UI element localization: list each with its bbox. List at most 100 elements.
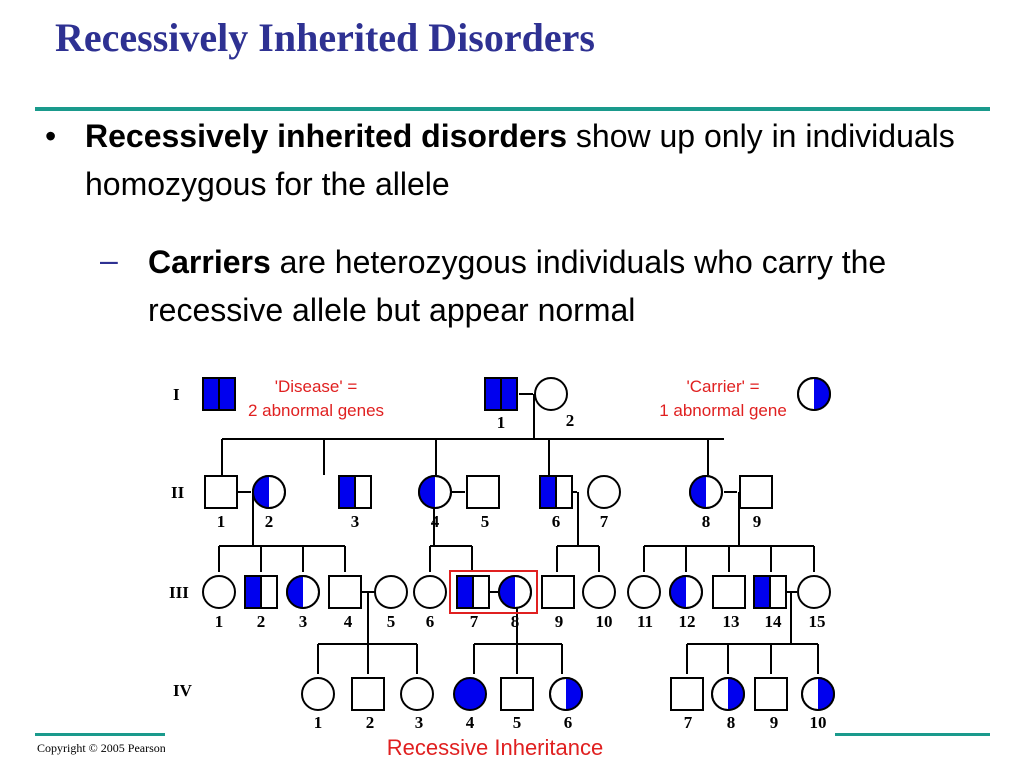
num-ii-5: 5 xyxy=(481,512,490,531)
num-ii-2: 2 xyxy=(265,512,274,531)
num-iii-5: 5 xyxy=(387,612,396,631)
num-ii-8: 8 xyxy=(702,512,711,531)
bullet-1-bold: Recessively inherited disorders xyxy=(85,118,567,154)
gen-iv-7 xyxy=(670,677,704,711)
num-ii-7: 7 xyxy=(600,512,609,531)
bullet-2-rest: are heterozygous individuals who carry t… xyxy=(148,244,887,328)
copyright-text: Copyright © 2005 Pearson xyxy=(37,741,166,755)
num-iii-10: 10 xyxy=(596,612,613,631)
bullet-2-bold: Carriers xyxy=(148,244,271,280)
gen-iii-1 xyxy=(202,575,236,609)
num-iv-6: 6 xyxy=(564,713,573,732)
gen-label-ii: II xyxy=(171,483,185,502)
bottom-rule-right xyxy=(832,733,990,736)
num-iii-4: 4 xyxy=(344,612,353,631)
gen-iv-8 xyxy=(711,677,745,711)
gen-iii-15 xyxy=(797,575,831,609)
num-i-1: 1 xyxy=(497,413,506,432)
gen-i-male-1 xyxy=(484,377,518,411)
bottom-rule-left xyxy=(35,733,172,736)
num-iv-3: 3 xyxy=(415,713,424,732)
gen-ii-6 xyxy=(539,475,573,509)
gen-iii-11 xyxy=(627,575,661,609)
num-iii-6: 6 xyxy=(426,612,435,631)
gen-ii-7 xyxy=(587,475,621,509)
gen-iii-12 xyxy=(669,575,703,609)
gen-iii-7 xyxy=(456,575,490,609)
num-iv-5: 5 xyxy=(513,713,522,732)
gen-iii-9 xyxy=(541,575,575,609)
num-iii-2: 2 xyxy=(257,612,266,631)
top-rule xyxy=(35,107,990,111)
gen-iii-3 xyxy=(286,575,320,609)
num-iv-8: 8 xyxy=(727,713,736,732)
pedigree-lines xyxy=(218,393,819,674)
gen-i-female-2 xyxy=(534,377,568,411)
pedigree-numbers: 1 2 1 2 3 4 5 6 7 8 9 1 2 3 4 5 6 7 8 9 xyxy=(215,411,827,732)
slide-title: Recessively Inherited Disorders xyxy=(55,15,595,60)
num-ii-9: 9 xyxy=(753,512,762,531)
num-ii-4: 4 xyxy=(431,512,440,531)
gen-label-i: I xyxy=(173,385,180,404)
gen-ii-9 xyxy=(739,475,773,509)
gen-iv-2 xyxy=(351,677,385,711)
num-iii-13: 13 xyxy=(723,612,740,631)
num-iii-9: 9 xyxy=(555,612,564,631)
gen-ii-4 xyxy=(418,475,452,509)
num-iii-7: 7 xyxy=(470,612,479,631)
legend-disease-line2: 2 abnormal genes xyxy=(248,401,384,420)
gen-iii-10 xyxy=(582,575,616,609)
legend-disease-symbol xyxy=(202,377,236,411)
legend-carrier-line2: 1 abnormal gene xyxy=(659,401,787,420)
gen-iii-6 xyxy=(413,575,447,609)
gen-iii-8 xyxy=(498,575,532,609)
gen-iii-4 xyxy=(328,575,362,609)
gen-iii-2 xyxy=(244,575,278,609)
gen-iv-3 xyxy=(400,677,434,711)
num-iii-11: 11 xyxy=(637,612,653,631)
pedigree-svg: 'Disease' = 2 abnormal genes 'Carrier' =… xyxy=(169,377,835,760)
bullet-1-rest: show up only in individuals homozygous f… xyxy=(85,118,955,202)
num-iv-10: 10 xyxy=(810,713,827,732)
gen-iv-6 xyxy=(549,677,583,711)
num-i-2: 2 xyxy=(566,411,575,430)
gen-iv-4 xyxy=(453,677,487,711)
num-iv-2: 2 xyxy=(366,713,375,732)
num-ii-6: 6 xyxy=(552,512,561,531)
bullet-dot: • xyxy=(45,118,57,154)
num-iv-1: 1 xyxy=(314,713,323,732)
num-iii-1: 1 xyxy=(215,612,224,631)
num-iii-14: 14 xyxy=(765,612,783,631)
gen-iii-13 xyxy=(712,575,746,609)
gen-ii-5 xyxy=(466,475,500,509)
num-ii-3: 3 xyxy=(351,512,360,531)
num-iii-3: 3 xyxy=(299,612,308,631)
gen-label-iv: IV xyxy=(173,681,193,700)
legend-carrier-line1: 'Carrier' = xyxy=(686,377,759,396)
num-iv-4: 4 xyxy=(466,713,475,732)
num-ii-1: 1 xyxy=(217,512,226,531)
gen-ii-8 xyxy=(689,475,723,509)
bullet-1-text: Recessively inherited disorders show up … xyxy=(85,112,985,208)
gen-iii-14 xyxy=(753,575,787,609)
legend-disease-line1: 'Disease' = xyxy=(275,377,358,396)
gen-iii-5 xyxy=(374,575,408,609)
gen-iv-1 xyxy=(301,677,335,711)
gen-ii-3 xyxy=(338,475,372,509)
legend-carrier-symbol xyxy=(797,377,831,411)
num-iv-7: 7 xyxy=(684,713,693,732)
gen-iv-5 xyxy=(500,677,534,711)
pedigree-chart: 'Disease' = 2 abnormal genes 'Carrier' =… xyxy=(165,364,835,768)
bullet-dash: – xyxy=(100,242,118,278)
highlight-box xyxy=(449,570,538,614)
num-iii-15: 15 xyxy=(809,612,826,631)
gen-iv-10 xyxy=(801,677,835,711)
bullet-2-text: Carriers are heterozygous individuals wh… xyxy=(148,238,948,334)
num-iv-9: 9 xyxy=(770,713,779,732)
gen-ii-1 xyxy=(204,475,238,509)
num-iii-12: 12 xyxy=(679,612,696,631)
gen-ii-2 xyxy=(252,475,286,509)
gen-label-iii: III xyxy=(169,583,189,602)
num-iii-8: 8 xyxy=(511,612,520,631)
